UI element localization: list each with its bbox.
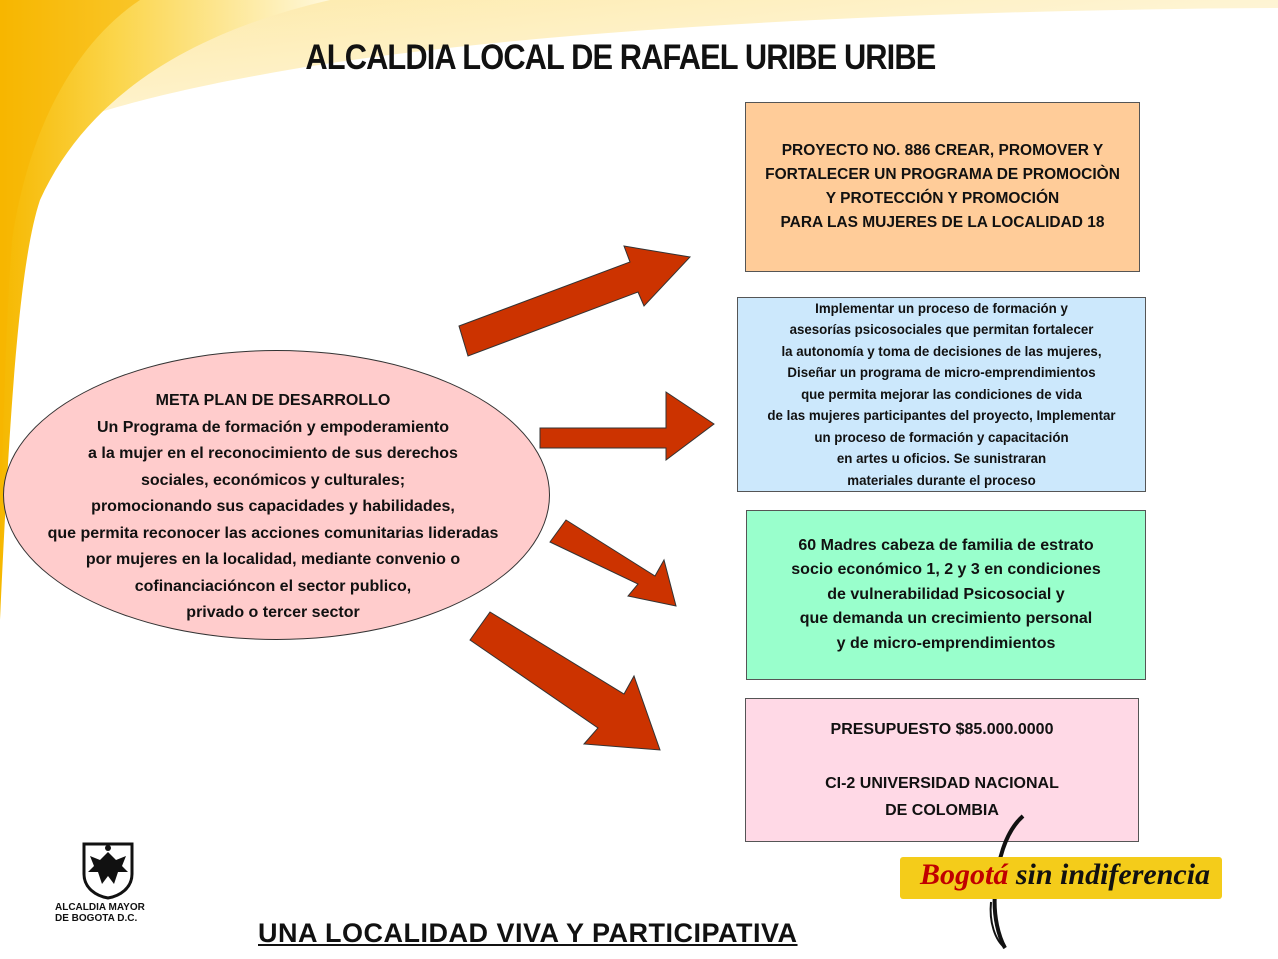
budget-line: PRESUPUESTO $85.000.0000 (830, 721, 1054, 738)
ellipse-line: por mujeres en la localidad, mediante co… (85, 551, 461, 568)
brand-bar (900, 857, 1222, 899)
arrow-to-budget (469, 611, 661, 751)
brand-logo-text: Bogotá sin indiferencia (920, 858, 1210, 892)
project-line: PARA LAS MUJERES DE LA LOCALIDAD 18 (780, 214, 1105, 231)
objectives-line: un proceso de formación y capacitación (814, 428, 1069, 445)
objectives-line: Implementar un proceso de formación y (815, 299, 1068, 316)
slogan: UNA LOCALIDAD VIVA Y PARTICIPATIVA (258, 918, 798, 948)
beneficiaries-line: de vulnerabilidad Psicosocial y (827, 585, 1065, 603)
budget-line: CI-2 UNIVERSIDAD NACIONAL (825, 775, 1059, 792)
project-box: PROYECTO NO. 886 CREAR, PROMOVER Y FORTA… (745, 102, 1140, 272)
goal-ellipse (3, 350, 550, 640)
ellipse-line: a la mujer en el reconocimiento de sus d… (88, 445, 458, 462)
arrow-to-objectives (539, 391, 715, 461)
budget-box: PRESUPUESTO $85.000.0000 CI-2 UNIVERSIDA… (745, 698, 1139, 842)
arrow-to-project (458, 245, 692, 357)
project-line: Y PROTECCIÓN Y PROMOCIÓN (825, 190, 1060, 207)
brand-part-1: Bogotá (920, 858, 1009, 891)
ellipse-line: promocionando sus capacidades y habilida… (91, 498, 455, 515)
project-line: PROYECTO NO. 886 CREAR, PROMOVER Y (781, 142, 1104, 159)
objectives-line: la autonomía y toma de decisiones de las… (781, 342, 1102, 359)
ellipse-line: que permita reconocer las acciones comun… (47, 524, 499, 542)
beneficiaries-line: que demanda un crecimiento personal (799, 610, 1093, 628)
beneficiaries-box: 60 Madres cabeza de familia de estrato s… (746, 510, 1146, 680)
page-title: ALCALDIA LOCAL DE RAFAEL URIBE URIBE (305, 38, 936, 77)
mayor-line: DE BOGOTA D.C. (55, 913, 138, 924)
objectives-line: materiales durante el proceso (847, 471, 1036, 488)
objectives-box: Implementar un proceso de formación y as… (737, 297, 1146, 492)
mayor-office-label: ALCALDIA MAYOR DE BOGOTA D.C. (55, 902, 145, 924)
objectives-line: asesorías psicosociales que permitan for… (789, 321, 1094, 338)
beneficiaries-line: y de micro-emprendimientos (836, 634, 1056, 652)
beneficiaries-line: socio económico 1, 2 y 3 en condiciones (791, 561, 1101, 579)
goal-ellipse-text: META PLAN DE DESARROLLO Un Programa de f… (3, 388, 543, 627)
ellipse-line: privado o tercer sector (186, 604, 360, 621)
beneficiaries-line: 60 Madres cabeza de familia de estrato (798, 536, 1094, 554)
budget-line: DE COLOMBIA (885, 802, 999, 819)
coat-of-arms-icon (82, 842, 134, 900)
mayor-line: ALCALDIA MAYOR (55, 902, 145, 913)
ellipse-line: Un Programa de formación y empoderamient… (96, 418, 450, 436)
brand-part-2: sin indiferencia (1015, 858, 1211, 891)
objectives-line: que permita mejorar las condiciones de v… (801, 385, 1082, 402)
arrow-to-beneficiaries (549, 519, 677, 607)
budget-spacer (746, 743, 1138, 770)
ellipse-line: cofinanciacióncon el sector publico, (134, 577, 412, 595)
ellipse-line: sociales, económicos y culturales; (140, 471, 406, 489)
project-line: FORTALECER UN PROGRAMA DE PROMOCIÒN (765, 166, 1120, 183)
objectives-line: de las mujeres participantes del proyect… (767, 407, 1116, 424)
objectives-line: Diseñar un programa de micro-emprendimie… (787, 364, 1096, 381)
ellipse-line: META PLAN DE DESARROLLO (155, 392, 391, 409)
objectives-line: en artes u oficios. Se sunistraran (836, 450, 1047, 467)
